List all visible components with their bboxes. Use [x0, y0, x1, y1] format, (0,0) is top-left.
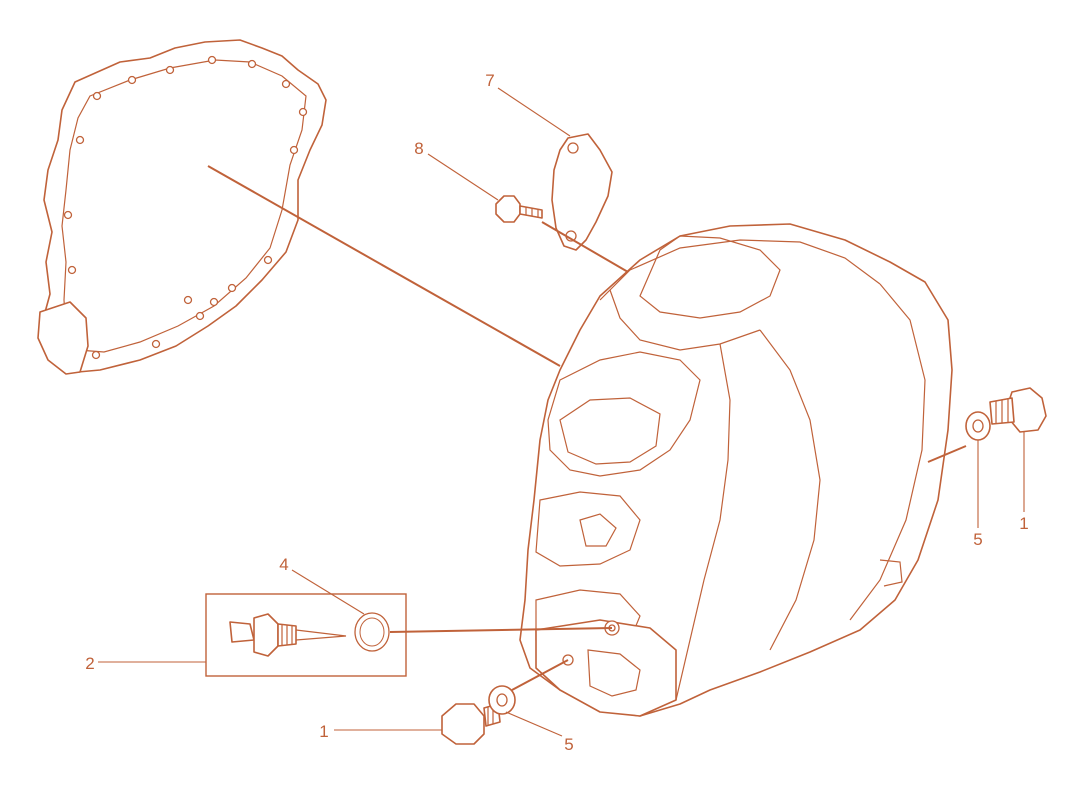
- callout-1-bottom: 1: [319, 722, 328, 741]
- transmission-housing: [519, 223, 953, 717]
- drain-bolt-right: [989, 387, 1047, 433]
- washer-bottom: [488, 685, 516, 715]
- callout-labels: 7 8 4 2 1 5 5 1: [85, 71, 1028, 754]
- callout-5-right: 5: [973, 530, 982, 549]
- callout-8: 8: [414, 139, 423, 158]
- o-ring: [354, 612, 390, 652]
- dipstick-assembly-box: [205, 593, 407, 677]
- cover-plate: [551, 133, 613, 251]
- callout-4: 4: [279, 555, 288, 574]
- callout-5-bottom: 5: [564, 735, 573, 754]
- drain-bolt-bottom: [441, 703, 501, 745]
- callout-7: 7: [485, 71, 494, 90]
- assembly-axis-lines: [207, 165, 967, 691]
- leader-lines: [98, 87, 1025, 737]
- flange-bolt-top: [495, 195, 543, 223]
- washer-right: [965, 411, 991, 441]
- gasket: [37, 39, 327, 375]
- callout-2: 2: [85, 654, 94, 673]
- callout-1-right: 1: [1019, 514, 1028, 533]
